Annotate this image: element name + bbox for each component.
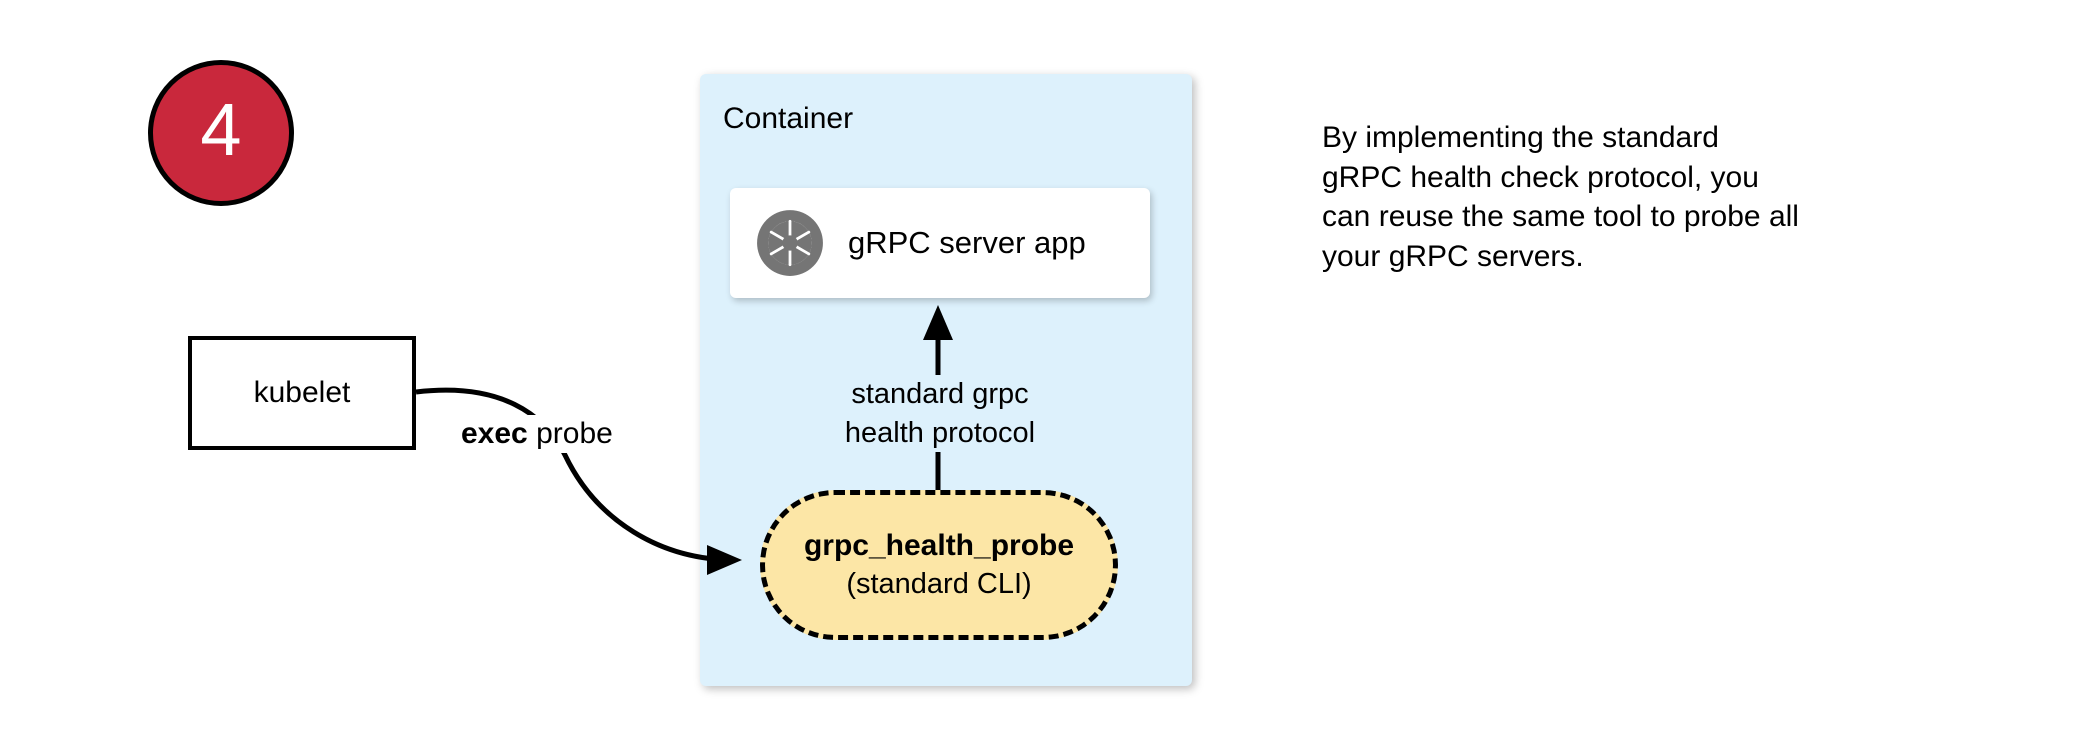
health-protocol-line-1: standard grpc (840, 375, 1040, 414)
exec-probe-label-bold: exec (461, 417, 528, 450)
grpc-server-app-card: gRPC server app (730, 188, 1150, 298)
grpc-health-probe-pill: grpc_health_probe (standard CLI) (760, 490, 1118, 640)
kubelet-box: kubelet (188, 336, 416, 450)
description-line-1: By implementing the standard (1322, 121, 1719, 154)
grpc-server-app-label: gRPC server app (848, 225, 1086, 260)
grpc-health-probe-subtitle: (standard CLI) (846, 567, 1032, 600)
description-line-4: your gRPC servers. (1322, 239, 1584, 273)
exec-probe-edge-label: exec probe (455, 415, 619, 453)
grpc-health-probe-title: grpc_health_probe (803, 528, 1075, 562)
exec-probe-label-rest: probe (527, 417, 613, 450)
aperture-icon (757, 210, 823, 276)
container-label: Container (723, 102, 854, 135)
health-protocol-line-2: health protocol (840, 413, 1040, 453)
step-number-label: 4 (200, 88, 242, 171)
description-line-2: gRPC health check protocol, you (1322, 160, 1759, 194)
step-number-badge: 4 (148, 60, 294, 206)
health-protocol-edge-label: standard grpc health protocol (840, 375, 1040, 453)
kubelet-label: kubelet (253, 376, 351, 409)
description-text: By implementing the standard gRPC health… (1322, 118, 1882, 276)
description-line-3: can reuse the same tool to probe all (1322, 200, 1799, 234)
